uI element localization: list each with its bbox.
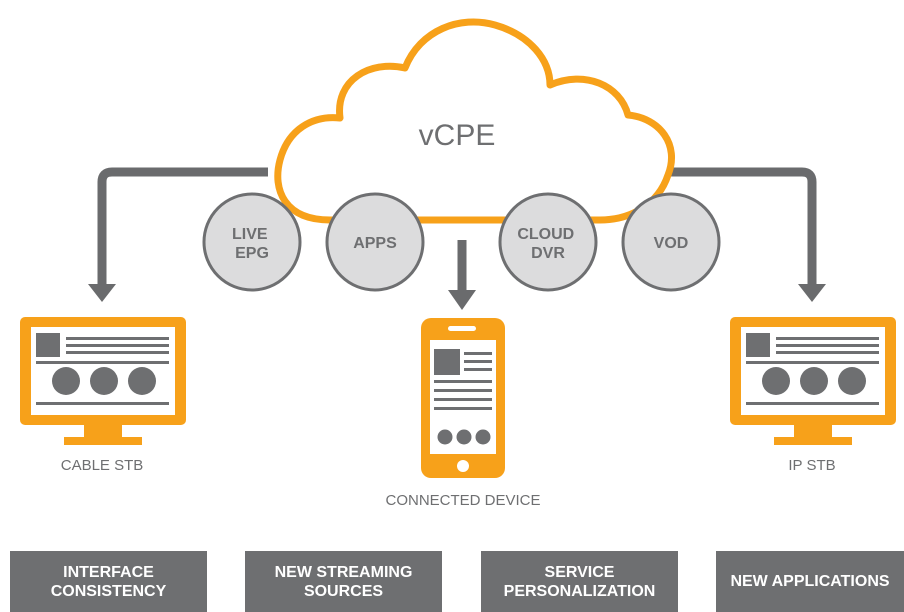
cable-stb-label: CABLE STB [61,457,144,474]
right-connector-arrow [648,167,826,302]
svg-text:VOD: VOD [654,235,689,252]
center-arrow [448,240,476,310]
feature-service-personalization-line1: SERVICE [544,563,615,581]
feature-new-streaming-sources-line2: SOURCES [303,582,384,600]
feature-new-streaming-sources: NEW STREAMING SOURCES [245,551,442,612]
svg-text:CLOUD DVR: CLOUD DVR [517,226,578,262]
service-cloud-dvr-line2: DVR [531,245,565,262]
feature-new-applications-line1: NEW APPLICATIONS [730,573,890,590]
feature-interface-consistency-line2: CONSISTENCY [50,582,167,600]
service-vod: VOD [621,192,721,292]
feature-interface-consistency: INTERFACE CONSISTENCY [10,551,207,612]
ip-stb-label: IP STB [788,457,835,474]
svg-text:APPS: APPS [353,235,397,252]
service-live-epg: LIVE EPG [202,192,302,292]
feature-new-applications: NEW APPLICATIONS [716,551,904,612]
service-vod-line1: VOD [654,235,689,252]
service-live-epg-line1: LIVE [232,226,268,243]
left-connector-arrow [88,167,268,302]
connected-device-smartphone-icon [421,318,505,478]
cable-stb-tv-monitor-icon [20,317,186,445]
service-apps: APPS [325,192,425,292]
cloud-label: vCPE [419,119,496,152]
feature-interface-consistency-line1: INTERFACE [63,563,154,581]
ip-stb-tv-monitor-icon [730,317,896,445]
service-apps-line1: APPS [353,235,397,252]
feature-new-streaming-sources-line1: NEW STREAMING [274,563,413,581]
vcpe-cloud: vCPE [274,18,676,224]
svg-text:LIVE EPG: LIVE EPG [232,226,272,262]
feature-service-personalization-line2: PERSONALIZATION [503,582,656,600]
feature-service-personalization: SERVICE PERSONALIZATION [481,551,678,612]
service-cloud-dvr: CLOUD DVR [498,192,598,292]
connected-device-label: CONNECTED DEVICE [385,492,540,509]
service-live-epg-line2: EPG [235,245,269,262]
service-cloud-dvr-line1: CLOUD [517,226,574,243]
